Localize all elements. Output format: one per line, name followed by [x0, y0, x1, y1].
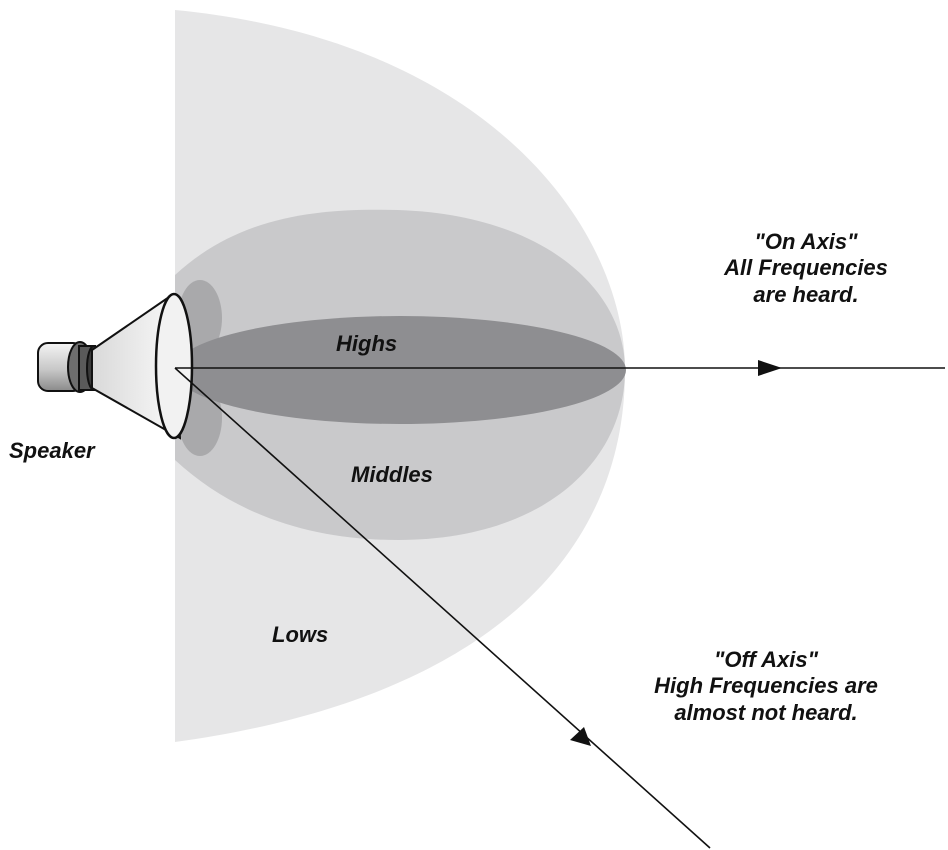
off-axis-title: "Off Axis": [714, 647, 818, 672]
off-axis-line-3: almost not heard.: [674, 699, 858, 725]
middles-label: Middles: [351, 462, 433, 487]
off-axis-line: [174, 367, 711, 849]
on-axis-line-3: are heard.: [753, 281, 859, 307]
on-axis-caption: "On Axis" All Frequencies are heard.: [724, 229, 888, 308]
lows-label: Lows: [272, 622, 329, 647]
highs-zone: [174, 316, 626, 424]
on-axis-arrowhead: [758, 360, 782, 376]
highs-label: Highs: [336, 331, 398, 356]
off-axis-line-2: High Frequencies are: [654, 673, 878, 699]
speaker-icon: [37, 292, 194, 440]
off-axis-caption: "Off Axis" High Frequencies are almost n…: [654, 647, 878, 726]
off-axis-arrowhead: [570, 727, 591, 746]
on-axis-title: "On Axis": [754, 229, 858, 254]
on-axis-line-2: All Frequencies: [724, 255, 888, 281]
speaker-label: Speaker: [9, 438, 95, 463]
